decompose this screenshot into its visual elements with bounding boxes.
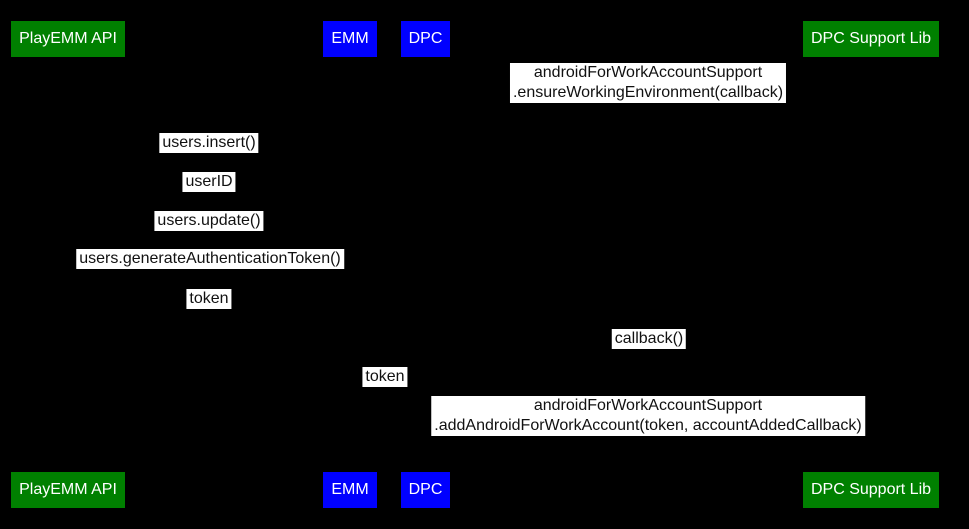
message-token-to-dpc: token (362, 367, 408, 387)
message-line: androidForWorkAccountSupport (533, 64, 763, 81)
message-line: .ensureWorkingEnvironment(callback) (512, 84, 784, 101)
message-users-update: users.update() (154, 211, 264, 231)
message-add-android-for-work-account: androidForWorkAccountSupport .addAndroid… (431, 396, 865, 436)
message-users-insert: users.insert() (159, 133, 259, 153)
actor-playemm-api-top: PlayEMM API (11, 21, 125, 57)
actor-playemm-api-bottom: PlayEMM API (11, 472, 125, 508)
actor-emm-bottom: EMM (323, 472, 377, 508)
actor-dpc-support-lib-bottom: DPC Support Lib (803, 472, 939, 508)
message-generate-authentication-token: users.generateAuthenticationToken() (76, 249, 344, 269)
message-line: .addAndroidForWorkAccount(token, account… (434, 417, 862, 434)
actor-dpc-bottom: DPC (401, 472, 450, 508)
actor-dpc-support-lib-top: DPC Support Lib (803, 21, 939, 57)
actor-dpc-top: DPC (401, 21, 450, 57)
message-ensure-working-environment: androidForWorkAccountSupport .ensureWork… (509, 63, 787, 103)
message-line: androidForWorkAccountSupport (533, 397, 763, 414)
message-callback: callback() (611, 329, 687, 349)
actor-emm-top: EMM (323, 21, 377, 57)
message-token-to-emm: token (186, 289, 232, 309)
message-userid: userID (182, 172, 236, 192)
